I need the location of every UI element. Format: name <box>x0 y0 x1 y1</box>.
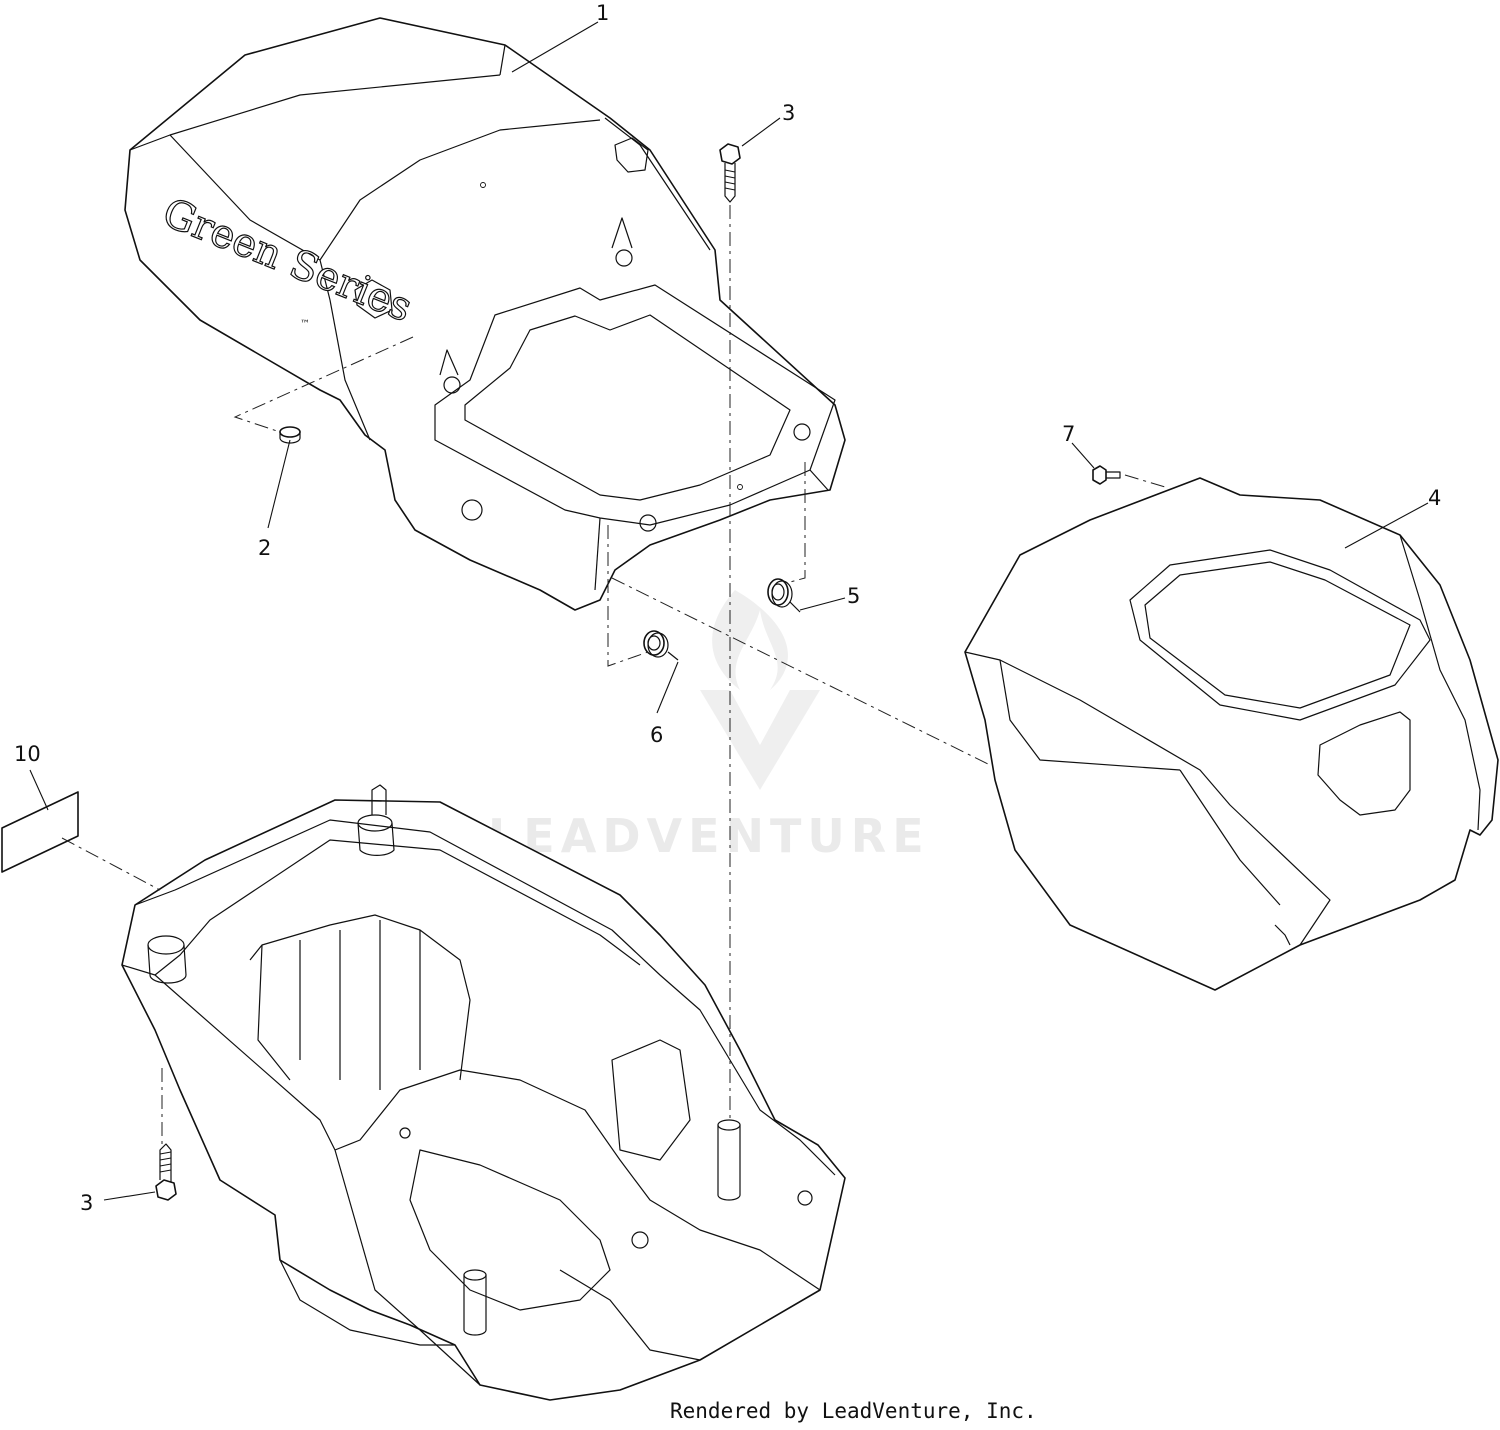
callout-6: 6 <box>650 723 663 747</box>
part-2-plug <box>279 426 301 444</box>
rendered-by-credit: Rendered by LeadVenture, Inc. <box>670 1399 1037 1423</box>
part-3-screw-upper <box>719 143 741 203</box>
callout-4: 4 <box>1428 486 1441 510</box>
part-10-decal <box>1 791 79 873</box>
green-series-tm: ™ <box>300 319 310 330</box>
callout-3-upper: 3 <box>782 101 795 125</box>
leader-lines <box>29 21 1429 1201</box>
callout-3-lower: 3 <box>80 1191 93 1215</box>
lower-console-housing <box>121 784 846 1401</box>
part-3-screw-lower <box>155 1143 177 1201</box>
alignment-lines <box>61 205 1166 1145</box>
part-4-rear-cover <box>964 477 1499 991</box>
callout-7: 7 <box>1062 422 1075 446</box>
callout-labels: 1 2 3 4 5 6 7 10 3 <box>14 1 1441 1215</box>
leadventure-watermark: LEADVENTURE <box>488 590 930 863</box>
watermark-text: LEADVENTURE <box>488 809 930 863</box>
part-6-spring <box>643 630 679 661</box>
part-7-screw <box>1092 465 1121 485</box>
part-5-spring <box>767 578 801 613</box>
callout-10: 10 <box>14 742 41 766</box>
part-1-upper-console-cover: Green Series ™ <box>124 17 846 611</box>
callout-2: 2 <box>258 536 271 560</box>
callout-5: 5 <box>847 584 860 608</box>
callout-1: 1 <box>596 1 609 25</box>
